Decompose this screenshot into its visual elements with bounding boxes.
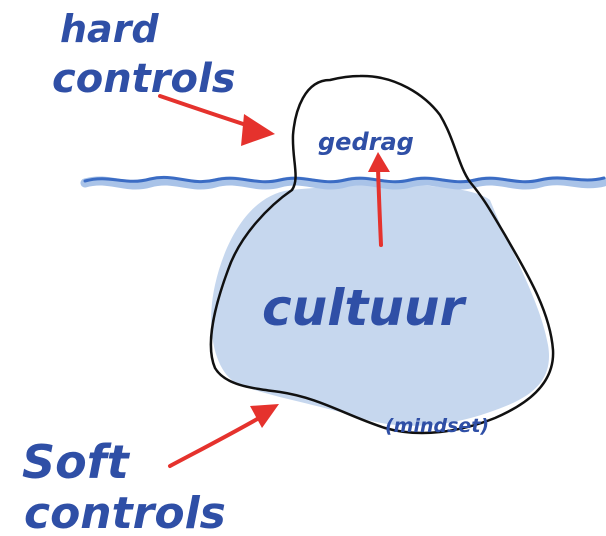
label-mindset: (mindset) <box>385 415 489 437</box>
arrow-soft-controls <box>168 404 279 468</box>
label-gedrag: gedrag <box>318 128 414 156</box>
label-cultuur: cultuur <box>262 279 467 337</box>
underwater-shade <box>211 184 550 426</box>
label-hard-controls-line1: hard <box>60 7 159 51</box>
arrow-hard-controls <box>158 94 275 146</box>
label-hard-controls-line2: controls <box>52 56 236 102</box>
label-soft-controls-line1: Soft <box>22 435 131 489</box>
water-surface-line <box>83 175 606 184</box>
iceberg-outline <box>209 74 555 435</box>
arrow-cultuur-to-gedrag <box>368 152 390 247</box>
label-soft-controls-line2: controls <box>24 488 226 536</box>
water-surface-shadow <box>80 176 606 190</box>
